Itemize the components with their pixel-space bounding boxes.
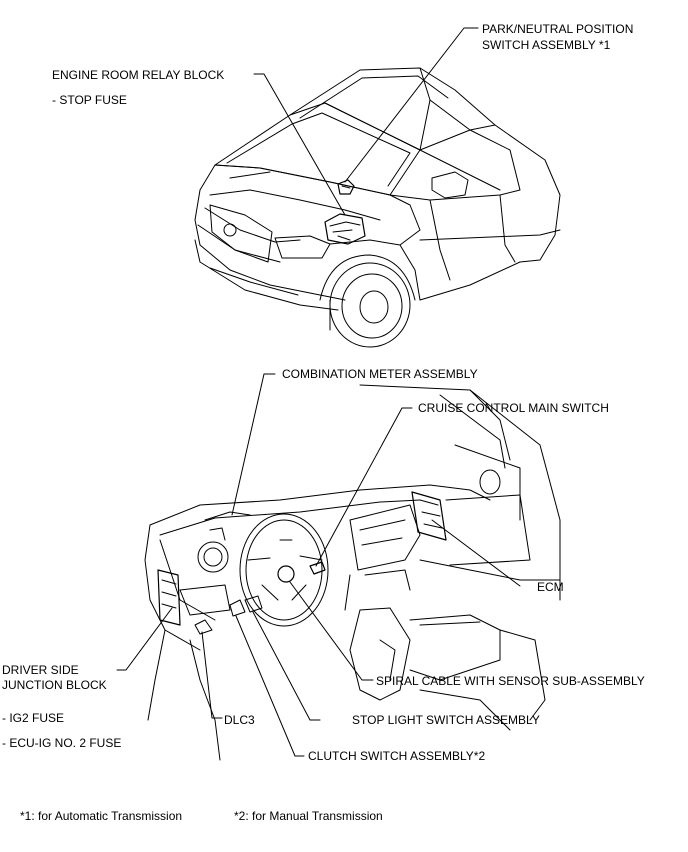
engine-room-relay-block-label: ENGINE ROOM RELAY BLOCK <box>52 68 225 82</box>
interior-illustration <box>144 384 561 761</box>
footnote-automatic: *1: for Automatic Transmission <box>20 809 183 823</box>
driver-junction-block-label-line1: DRIVER SIDE <box>2 663 79 677</box>
spiral-cable-label: SPIRAL CABLE WITH SENSOR SUB-ASSEMBLY <box>376 674 645 688</box>
dlc3-label: DLC3 <box>224 713 255 727</box>
truck-exterior-illustration <box>194 67 561 348</box>
ig2-fuse-label: - IG2 FUSE <box>2 711 65 725</box>
park-neutral-switch-label-line2: SWITCH ASSEMBLY *1 <box>482 38 611 52</box>
combination-meter-label: COMBINATION METER ASSEMBLY <box>282 367 478 381</box>
clutch-switch-label: CLUTCH SWITCH ASSEMBLY*2 <box>308 749 486 763</box>
leader-lines <box>116 27 521 757</box>
ecu-ig-fuse-label: - ECU-IG NO. 2 FUSE <box>2 736 122 750</box>
driver-junction-block-label-line2: JUNCTION BLOCK <box>2 678 107 692</box>
footnote-manual: *2: for Manual Transmission <box>234 809 383 823</box>
cruise-control-switch-label: CRUISE CONTROL MAIN SWITCH <box>418 401 609 415</box>
stop-fuse-label: - STOP FUSE <box>52 93 127 107</box>
ecm-label: ECM <box>537 580 564 594</box>
park-neutral-switch-label-line1: PARK/NEUTRAL POSITION <box>482 22 634 36</box>
stop-light-switch-label: STOP LIGHT SWITCH ASSEMBLY <box>352 713 540 727</box>
